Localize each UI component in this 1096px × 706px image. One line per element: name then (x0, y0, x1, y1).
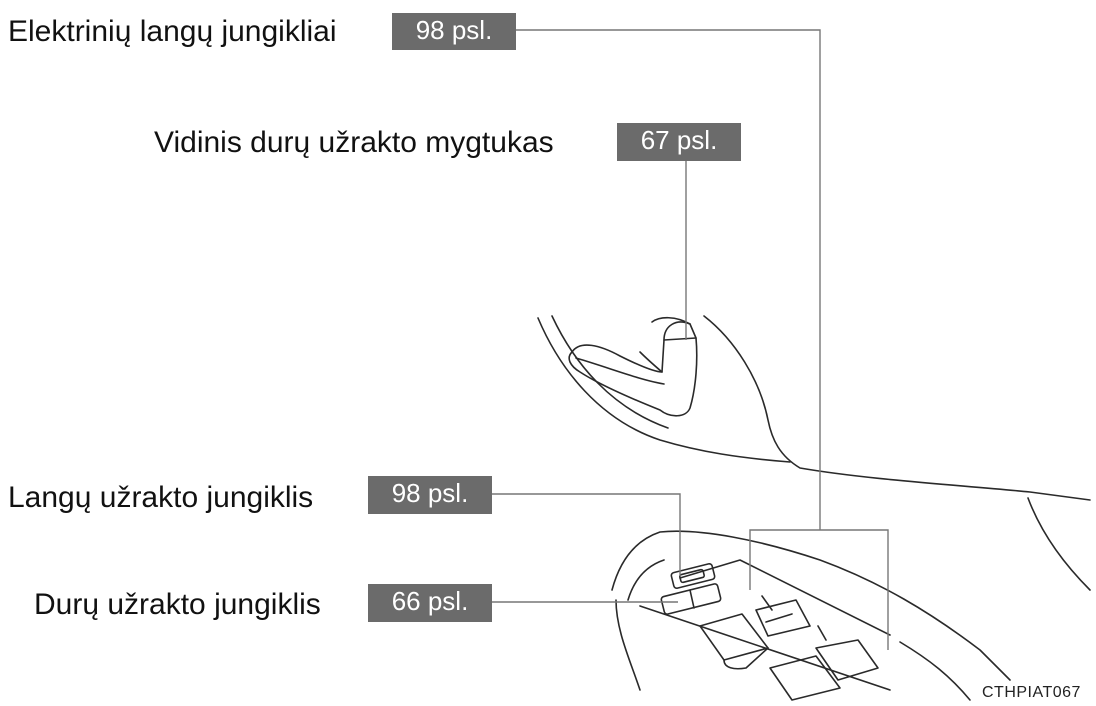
window-lock-switch-top (679, 568, 705, 584)
armrest-outline (615, 599, 641, 691)
armrest-outline (679, 559, 891, 636)
lock-knob-outline (651, 316, 691, 325)
door-trim-line (703, 315, 1091, 501)
door-trim-line (1027, 497, 1091, 591)
page-badge-window-lock: 98 psl. (368, 476, 492, 514)
door-lock-switch (660, 583, 722, 615)
leader-bracket-window-switches (749, 529, 889, 650)
handle-detail (575, 357, 665, 385)
armrest-outline (611, 530, 1011, 681)
callout-label-lock-knob: Vidinis durų užrakto mygtukas (154, 126, 554, 159)
figure-code: CTHPIAT067 (982, 684, 1081, 701)
lock-knob-outline (663, 337, 697, 341)
window-switch-rear-right (815, 639, 879, 681)
inner-door-handle (568, 321, 698, 417)
armrest-outline (627, 559, 665, 601)
door-lock-switch-divider (689, 589, 695, 609)
page-badge-lock-knob: 67 psl. (617, 123, 741, 161)
window-switch-passenger (765, 613, 793, 623)
window-switch-passenger (755, 599, 811, 637)
window-switch-driver (723, 647, 769, 670)
window-switch-rear-left (769, 655, 841, 701)
callout-label-window-switches: Elektrinių langų jungikliai (8, 15, 337, 48)
switch-panel-detail (817, 625, 827, 641)
leader-line-window-switches (516, 29, 821, 530)
callout-label-window-lock: Langų užrakto jungiklis (8, 481, 314, 514)
door-trim-line (537, 317, 791, 463)
handle-detail (639, 351, 663, 373)
leader-line-window-lock (492, 493, 681, 576)
switch-panel-detail (761, 595, 773, 611)
armrest-outline (899, 641, 971, 701)
window-lock-switch (670, 562, 716, 590)
page-badge-door-lock: 66 psl. (368, 584, 492, 622)
callout-label-door-lock: Durų užrakto jungiklis (34, 588, 321, 621)
page-badge-window-switches: 98 psl. (392, 13, 516, 50)
